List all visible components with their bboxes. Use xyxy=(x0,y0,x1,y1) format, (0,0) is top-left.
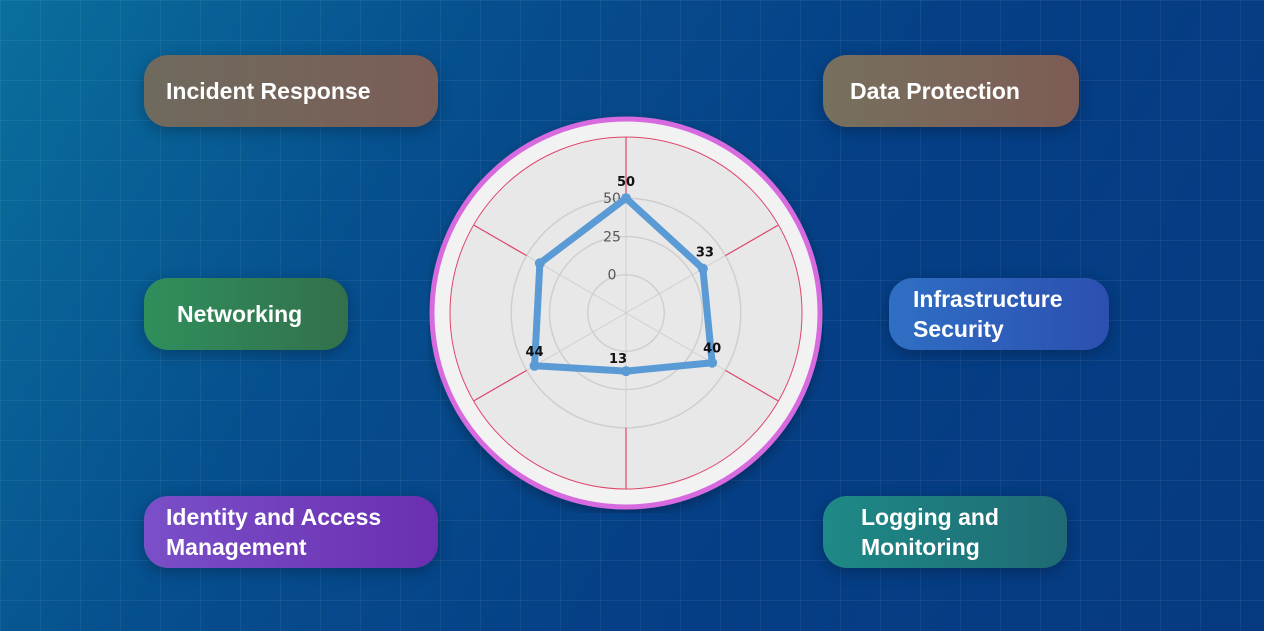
series-points xyxy=(529,193,718,377)
radar-tick-label: 25 xyxy=(603,229,621,245)
series-point xyxy=(621,193,631,204)
category-pill-logging-monitoring: Logging and Monitoring xyxy=(823,496,1067,568)
value-label: 44 xyxy=(526,345,544,360)
category-pill-incident-response: Incident Response xyxy=(144,55,438,127)
category-pill-networking: Networking xyxy=(144,278,348,350)
radar-spokes xyxy=(473,137,779,489)
value-labels: 50 33 40 13 44 xyxy=(526,175,722,367)
series-point xyxy=(621,366,631,377)
category-pill-infrastructure-security: Infrastructure Security xyxy=(889,278,1109,350)
category-pill-identity-access-management: Identity and Access Management xyxy=(144,496,438,568)
value-label: 40 xyxy=(703,342,721,357)
radar-spoke-outer xyxy=(473,369,527,402)
radar-tick-label: 0 xyxy=(608,268,617,284)
value-label: 50 xyxy=(617,175,635,190)
series-point xyxy=(534,258,545,269)
series-point xyxy=(707,357,718,368)
radar-spoke-outer xyxy=(725,369,779,402)
series-point xyxy=(529,360,540,371)
category-pill-data-protection: Data Protection xyxy=(823,55,1079,127)
radar-spoke-outer xyxy=(725,224,779,257)
value-label: 13 xyxy=(609,352,627,367)
series-point xyxy=(697,263,708,274)
radar-spoke-outer xyxy=(473,224,527,257)
value-label: 33 xyxy=(696,246,714,261)
radar-chart: 0 25 50 50 33 40 13 44 xyxy=(429,116,823,510)
